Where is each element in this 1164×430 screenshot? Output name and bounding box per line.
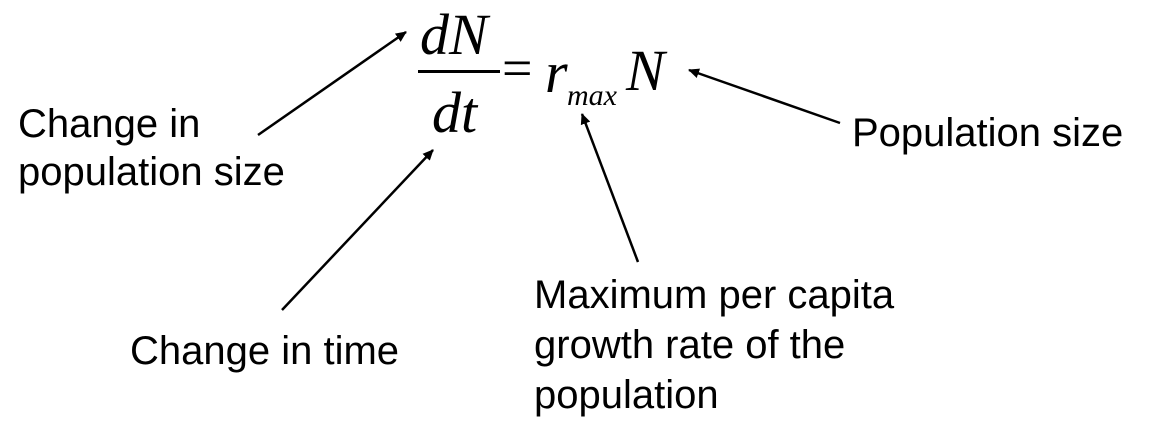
label-max-growth-line3: population	[534, 373, 719, 417]
arrow-to-dN	[257, 30, 407, 137]
label-change-in-population-line2: population size	[18, 150, 285, 194]
arrow-to-N	[688, 68, 841, 125]
label-change-in-time: Change in time	[130, 329, 400, 373]
population-symbol: N	[626, 38, 665, 103]
label-population-size: Population size	[852, 111, 1124, 155]
rate-subscript: max	[567, 79, 617, 112]
rate-symbol: r	[545, 40, 568, 105]
label-max-growth-line2: growth rate of the	[534, 323, 846, 367]
equals-sign: =	[502, 38, 533, 98]
label-change-in-population-line1: Change in	[18, 102, 201, 146]
fraction-bar	[418, 70, 500, 73]
arrow-to-dt	[281, 149, 434, 311]
arrow-to-rmax	[580, 113, 640, 263]
equation-numerator: dN	[420, 2, 488, 67]
equation-denominator: dt	[432, 80, 478, 145]
label-max-growth-line1: Maximum per capita	[534, 273, 895, 317]
